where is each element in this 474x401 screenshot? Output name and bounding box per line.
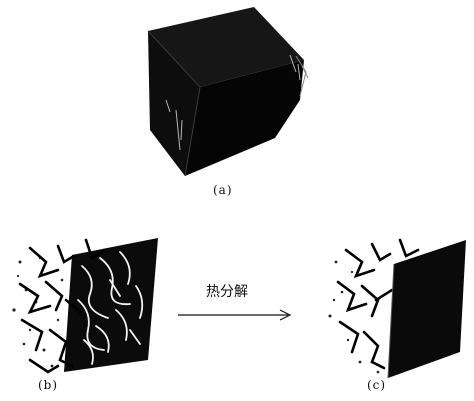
- panel-b-dark-face: [64, 238, 158, 372]
- panel-a-cube: [147, 7, 309, 177]
- panel-c-speckle: [328, 260, 380, 374]
- cube-left-face: [148, 31, 200, 176]
- panel-b-speckle: [12, 256, 64, 368]
- panel-c-caption: (c): [367, 378, 387, 392]
- arrow-head: [279, 309, 292, 321]
- panel-b-white-fibres: [77, 251, 144, 365]
- cube-top-face: [148, 7, 304, 87]
- panel-b-caption: (b): [38, 378, 59, 392]
- panel-c-branches: [336, 238, 420, 370]
- process-label: 热分解: [206, 284, 248, 300]
- panel-c-dark-face: [388, 240, 466, 378]
- panel-a-caption: (a): [213, 183, 233, 197]
- cube-surface-texture: [165, 54, 301, 151]
- panel-c-network: [328, 238, 466, 379]
- panel-b-network: [12, 238, 158, 374]
- cube-edge-highlight: [147, 30, 201, 177]
- process-arrow: [178, 309, 292, 321]
- panel-c-face-edge: [387, 263, 395, 379]
- cube-right-face: [185, 60, 304, 176]
- panel-b-branches: [18, 238, 106, 374]
- cube-right-speckle: [295, 55, 309, 97]
